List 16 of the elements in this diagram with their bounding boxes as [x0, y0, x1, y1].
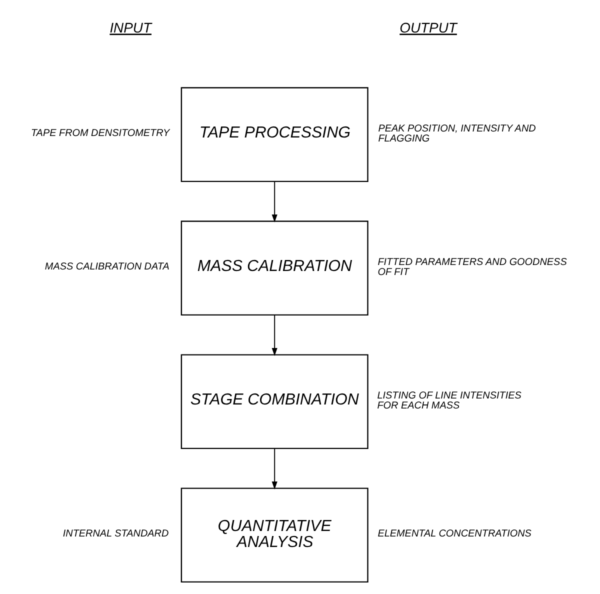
node-label: FITTED PARAMETERS AND GOODNESS OF FIT: [377, 257, 566, 278]
node-box: TAPE PROCESSING: [180, 87, 368, 182]
node-label: PEAK POSITION, INTENSITY AND FLAGGING: [378, 124, 536, 145]
node-box: MASS CALIBRATION: [180, 220, 368, 316]
arrow: [271, 181, 277, 222]
node-label: TAPE FROM DENSITOMETRY: [30, 128, 170, 140]
node-label: INTERNAL STANDARD: [62, 528, 168, 540]
node-box: QUANTITATIVE ANALYSIS: [180, 488, 368, 583]
arrow: [271, 314, 277, 356]
arrow: [271, 448, 277, 490]
node-label: ELEMENTAL CONCENTRATIONS: [377, 528, 531, 540]
node-box: STAGE COMBINATION: [180, 354, 368, 450]
label: OUTPUT: [399, 20, 456, 36]
label: INPUT: [109, 20, 152, 36]
node-label: LISTING OF LINE INTENSITIES FOR EACH MASS: [376, 390, 521, 412]
node-label: MASS CALIBRATION DATA: [44, 262, 169, 273]
